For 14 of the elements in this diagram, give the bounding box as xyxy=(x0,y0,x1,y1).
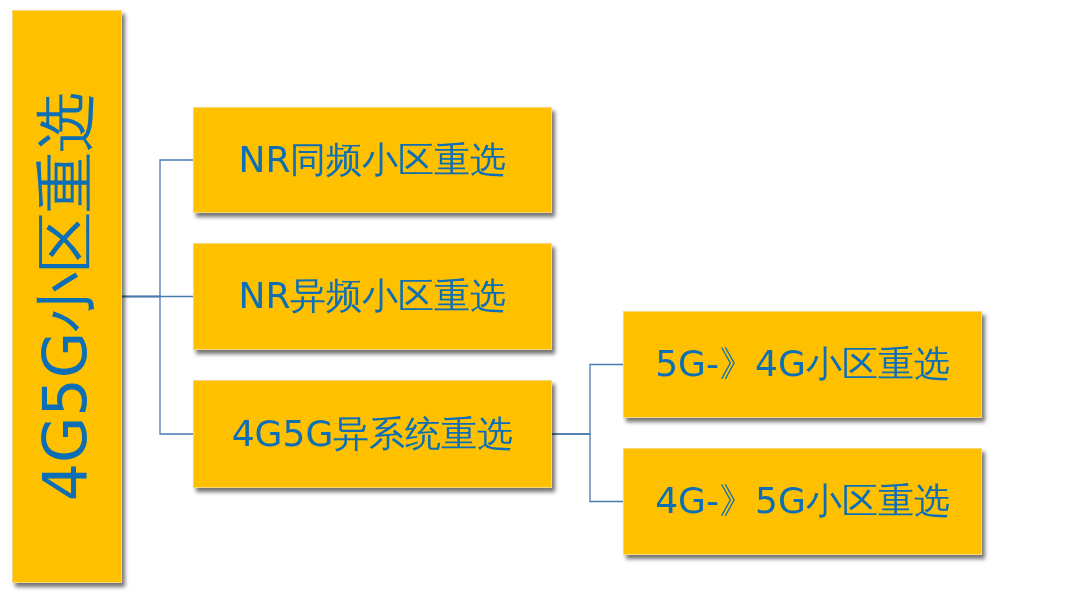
topic-box xyxy=(193,380,552,488)
connector-line xyxy=(551,433,624,503)
box-label: 4G5G小区重选 xyxy=(29,91,102,502)
topic-box xyxy=(12,10,122,583)
box-label: 5G-》4G小区重选 xyxy=(655,342,950,386)
connector-line xyxy=(121,295,194,435)
topic-box xyxy=(623,311,982,418)
box-label: 4G-》5G小区重选 xyxy=(655,479,950,523)
topic-box xyxy=(623,448,982,555)
box-label: NR异频小区重选 xyxy=(238,274,507,318)
topic-box xyxy=(193,243,552,350)
box-label: NR同频小区重选 xyxy=(238,137,507,182)
topic-box xyxy=(193,107,552,213)
box-label: 4G5G异系统重选 xyxy=(231,411,514,456)
